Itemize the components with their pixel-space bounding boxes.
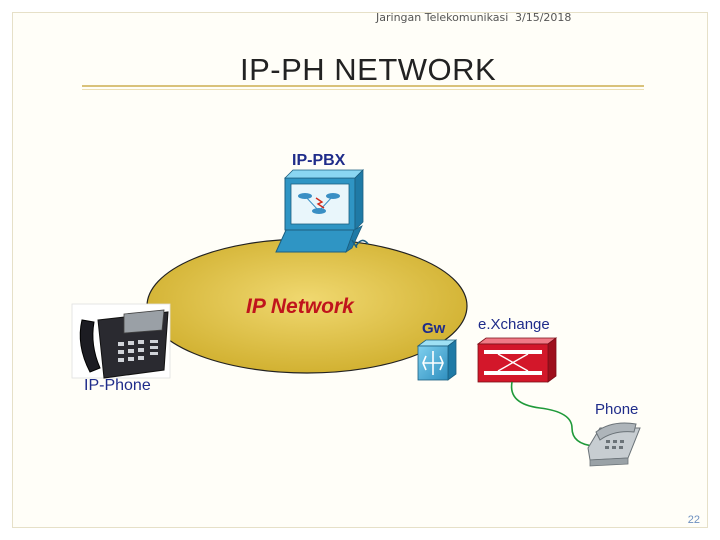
title-underline [82,85,644,87]
exchange-label: e.Xchange [478,316,550,333]
page-number: 22 [687,514,700,526]
exchange-phone-link [510,381,595,447]
ippbx-computer-icon [275,169,369,254]
exchange-switch-icon [476,337,558,383]
ipphone-label: IP-Phone [84,377,151,394]
ippbx-label: IP-PBX [292,152,346,169]
phone-label: Phone [595,401,639,418]
header-subject: Jaringan Telekomunikasi [376,11,509,24]
title-underline-secondary [82,89,644,90]
slide-title: IP-PH NETWORK [240,52,497,87]
analog-phone-icon [587,422,641,467]
ip-network-label: IP Network [246,295,354,318]
gateway-label: Gw [422,320,446,337]
header-date: 3/15/2018 [515,11,572,24]
gateway-icon [416,339,458,381]
ipphone-icon [71,303,171,379]
